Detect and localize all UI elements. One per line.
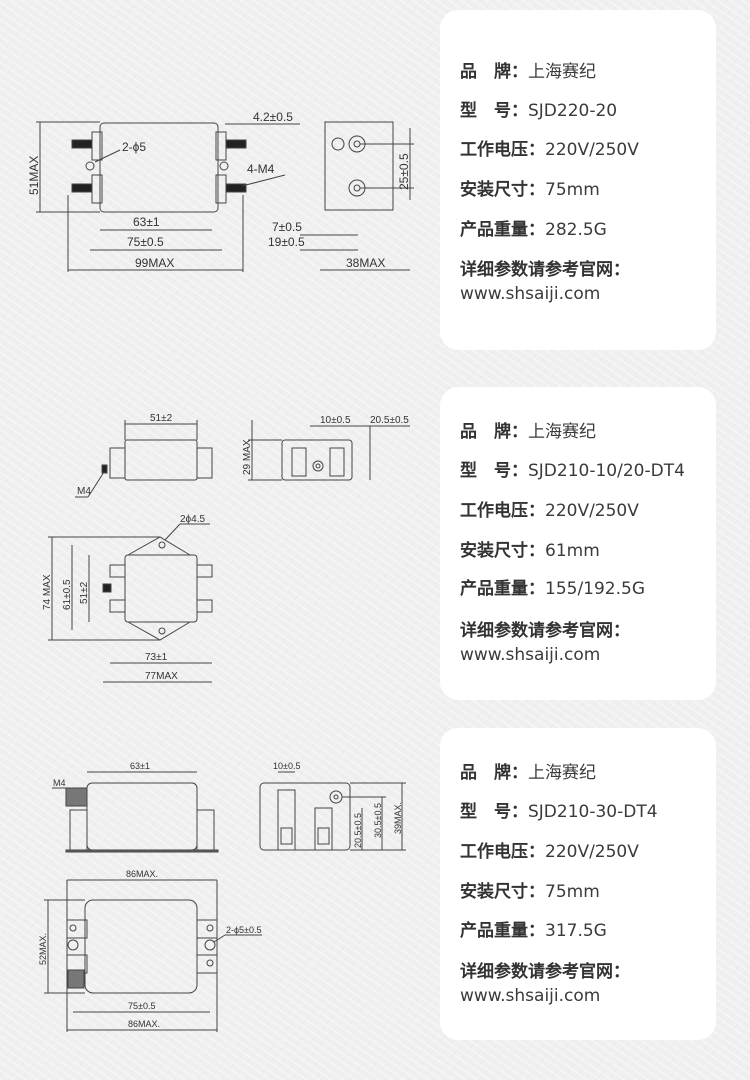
spec-card-1: 品 牌：上海赛纪 型 号：SJD220-20 工作电压：220V/250V 安装… xyxy=(440,10,716,350)
mount-value: 75mm xyxy=(545,180,600,200)
drawing-sjd210-30: 63±1 M4 10±0.5 20.5±0.5 30.5±0.5 39MAX. … xyxy=(38,761,406,1032)
dim-hole: 2-ϕ5 xyxy=(122,140,146,154)
dim-h1: 74 MAX xyxy=(42,574,53,610)
dim-hole: 2ϕ4.5 xyxy=(180,514,206,525)
dim-screw: M4 xyxy=(53,778,66,788)
voltage-row: 工作电压：220V/250V xyxy=(460,496,639,521)
model-value: SJD210-10/20-DT4 xyxy=(528,461,685,481)
bottom-view xyxy=(44,879,262,1032)
dim-w1: 63±1 xyxy=(133,215,160,229)
website-link[interactable]: www.shsaiji.com xyxy=(460,284,601,304)
dim-h3: 51±2 xyxy=(79,581,90,604)
dim-side-h: 29 MAX xyxy=(242,439,253,475)
dim-w2: 86MAX. xyxy=(128,1019,160,1029)
voltage-row: 工作电压：220V/250V xyxy=(460,837,639,862)
drawing-sjd210-10-20: 51±2 M4 29 MAX 10±0.5 20.5±0.5 2ϕ4.5 74 … xyxy=(42,413,410,683)
side-view-front xyxy=(52,771,219,853)
dim-side-h3: 39MAX. xyxy=(393,802,403,834)
weight-label: 产品重量： xyxy=(460,579,545,599)
front-view xyxy=(36,121,300,272)
brand-row: 品 牌：上海赛纪 xyxy=(460,417,596,442)
more-info-label: 详细参数请参考官网： xyxy=(460,260,630,280)
dim-h: 52MAX. xyxy=(38,933,48,965)
weight-row: 产品重量：282.5G xyxy=(460,215,607,240)
voltage-value: 220V/250V xyxy=(545,140,639,160)
dim-w2: 77MAX xyxy=(145,671,178,682)
dim-side-a: 10±0.5 xyxy=(273,761,300,771)
dim-side-h2: 30.5±0.5 xyxy=(373,803,383,838)
bottom-view xyxy=(48,523,213,683)
voltage-row: 工作电压：220V/250V xyxy=(460,135,639,160)
brand-value: 上海赛纪 xyxy=(528,422,596,442)
dim-w2: 75±0.5 xyxy=(127,235,164,249)
side-view xyxy=(248,420,410,481)
voltage-label: 工作电压： xyxy=(460,501,545,521)
weight-value: 282.5G xyxy=(545,220,607,240)
brand-value: 上海赛纪 xyxy=(528,763,596,783)
voltage-value: 220V/250V xyxy=(545,842,639,862)
dim-side-h: 25±0.5 xyxy=(397,153,411,190)
weight-row: 产品重量：317.5G xyxy=(460,916,607,941)
dim-side-a: 7±0.5 xyxy=(272,220,302,234)
model-value: SJD210-30-DT4 xyxy=(528,802,658,822)
spec-card-2: 品 牌：上海赛纪 型 号：SJD210-10/20-DT4 工作电压：220V/… xyxy=(440,387,716,700)
dim-side-w: 38MAX xyxy=(346,256,385,270)
website-link[interactable]: www.shsaiji.com xyxy=(460,986,601,1006)
voltage-value: 220V/250V xyxy=(545,501,639,521)
weight-label: 产品重量： xyxy=(460,921,545,941)
dim-w1: 75±0.5 xyxy=(128,1001,155,1011)
mount-value: 75mm xyxy=(545,882,600,902)
dim-top-w: 51±2 xyxy=(150,413,173,424)
mount-label: 安装尺寸： xyxy=(460,541,545,561)
mount-row: 安装尺寸：61mm xyxy=(460,536,600,561)
weight-row: 产品重量：155/192.5G xyxy=(460,574,645,599)
weight-value: 155/192.5G xyxy=(545,579,646,599)
dim-w-top: 86MAX. xyxy=(126,869,158,879)
model-label: 型 号： xyxy=(460,101,528,121)
dim-gap: 4.2±0.5 xyxy=(253,110,293,124)
model-label: 型 号： xyxy=(460,461,528,481)
dim-w1: 73±1 xyxy=(145,652,168,663)
mount-row: 安装尺寸：75mm xyxy=(460,175,600,200)
brand-value: 上海赛纪 xyxy=(528,62,596,82)
dim-w3: 99MAX xyxy=(135,256,174,270)
mount-label: 安装尺寸： xyxy=(460,180,545,200)
brand-label: 品 牌： xyxy=(460,62,528,82)
weight-value: 317.5G xyxy=(545,921,607,941)
model-label: 型 号： xyxy=(460,802,528,822)
dim-h2: 61±0.5 xyxy=(62,579,73,610)
dim-side-a: 10±0.5 xyxy=(320,415,351,426)
dim-hole: 2-ϕ5±0.5 xyxy=(226,925,262,935)
more-info-label: 详细参数请参考官网： xyxy=(460,621,630,641)
brand-label: 品 牌： xyxy=(460,763,528,783)
model-row: 型 号：SJD210-30-DT4 xyxy=(460,797,658,822)
voltage-label: 工作电压： xyxy=(460,140,545,160)
dim-side-b: 20.5±0.5 xyxy=(370,415,409,426)
weight-label: 产品重量： xyxy=(460,220,545,240)
drawing-sjd220-20: 51MAX 2-ϕ5 4-M4 4.2±0.5 63±1 75±0.5 99MA… xyxy=(27,110,414,272)
spec-card-3: 品 牌：上海赛纪 型 号：SJD210-30-DT4 工作电压：220V/250… xyxy=(440,728,716,1040)
brand-label: 品 牌： xyxy=(460,422,528,442)
dim-screw: M4 xyxy=(77,486,91,497)
dim-side-b: 19±0.5 xyxy=(268,235,305,249)
brand-row: 品 牌：上海赛纪 xyxy=(460,57,596,82)
model-value: SJD220-20 xyxy=(528,101,618,121)
voltage-label: 工作电压： xyxy=(460,842,545,862)
dim-side-h1: 20.5±0.5 xyxy=(353,813,363,848)
dim-screw: 4-M4 xyxy=(247,162,275,176)
brand-row: 品 牌：上海赛纪 xyxy=(460,758,596,783)
model-row: 型 号：SJD220-20 xyxy=(460,96,617,121)
dim-top-w: 63±1 xyxy=(130,761,150,771)
side-view xyxy=(300,121,414,271)
website-link[interactable]: www.shsaiji.com xyxy=(460,645,601,665)
mount-row: 安装尺寸：75mm xyxy=(460,877,600,902)
top-view xyxy=(75,420,213,498)
more-info-label: 详细参数请参考官网： xyxy=(460,962,630,982)
model-row: 型 号：SJD210-10/20-DT4 xyxy=(460,456,685,481)
mount-value: 61mm xyxy=(545,541,600,561)
mount-label: 安装尺寸： xyxy=(460,882,545,902)
side-view-right xyxy=(259,771,406,851)
dim-height: 51MAX xyxy=(27,156,41,195)
